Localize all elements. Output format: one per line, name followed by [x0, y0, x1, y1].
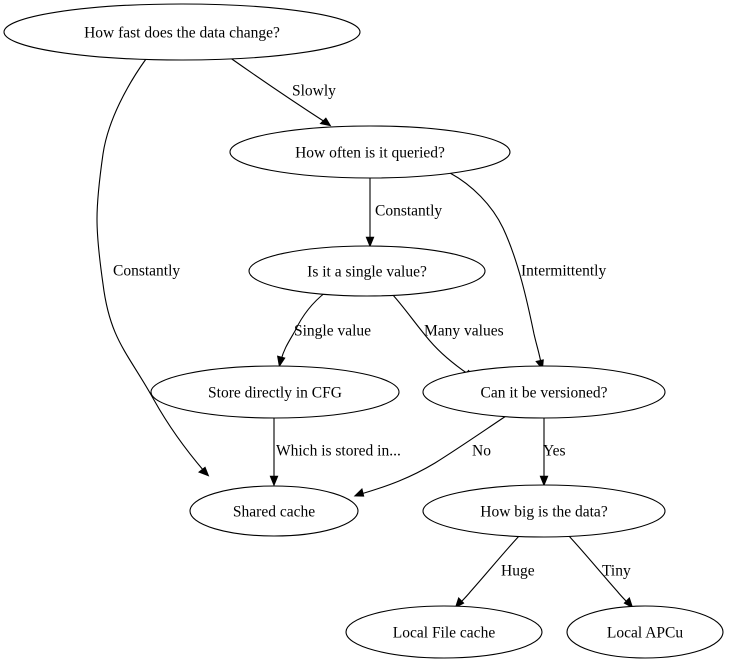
node-how-fast-does-the-data-change[interactable]: How fast does the data change? — [3, 3, 361, 61]
edge-path — [459, 534, 521, 604]
edge-path — [449, 172, 542, 364]
node-shape — [345, 605, 543, 659]
edge-label: Intermittently — [521, 263, 606, 280]
arrowhead-icon — [276, 355, 286, 368]
edge-label: No — [472, 443, 491, 460]
node-shape — [150, 365, 400, 419]
node-label: Local File cache — [393, 625, 496, 642]
edge-layer: Slowly Constantly Constantly Intermitten… — [96, 56, 634, 609]
node-store-directly-in-cfg[interactable]: Store directly in CFG — [150, 365, 400, 419]
arrowhead-icon — [319, 117, 332, 127]
node-label: Is it a single value? — [307, 264, 427, 281]
edge-path — [228, 56, 326, 123]
edge-label: Many values — [424, 323, 504, 340]
edge-single-value-many[interactable]: Many values — [391, 293, 504, 379]
edge-path — [96, 58, 205, 472]
arrowhead-icon — [197, 466, 210, 477]
arrowhead-icon — [353, 488, 365, 497]
edge-label: Huge — [501, 563, 535, 580]
node-shape — [422, 484, 666, 538]
edge-versioned-yes[interactable]: Yes — [539, 418, 566, 487]
edge-label: Single value — [294, 323, 371, 340]
node-shape — [189, 485, 359, 537]
arrowhead-icon — [539, 475, 549, 487]
node-can-it-be-versioned[interactable]: Can it be versioned? — [422, 365, 666, 419]
node-shared-cache[interactable]: Shared cache — [189, 485, 359, 537]
node-label: Store directly in CFG — [208, 385, 342, 402]
edge-path — [391, 293, 469, 375]
node-shape — [566, 605, 724, 659]
node-layer: How fast does the data change? How often… — [3, 3, 724, 659]
node-label: Local APCu — [607, 625, 683, 642]
edge-label: Constantly — [375, 203, 442, 220]
node-is-it-a-single-value[interactable]: Is it a single value? — [248, 245, 486, 297]
edge-label: Tiny — [602, 563, 631, 580]
edge-how-big-huge[interactable]: Huge — [454, 534, 535, 609]
node-label: Shared cache — [233, 504, 315, 521]
edge-how-often-intermittently[interactable]: Intermittently — [449, 172, 606, 371]
edge-how-fast-slowly[interactable]: Slowly — [228, 56, 336, 127]
edge-versioned-no[interactable]: No — [353, 415, 507, 497]
arrowhead-icon — [269, 475, 279, 487]
edge-how-big-tiny[interactable]: Tiny — [567, 534, 634, 609]
edge-path — [360, 415, 507, 495]
edge-label: Slowly — [292, 83, 336, 100]
node-label: How big is the data? — [480, 504, 608, 521]
arrowhead-icon — [623, 596, 634, 609]
node-local-apcu[interactable]: Local APCu — [566, 605, 724, 659]
node-shape — [422, 365, 666, 419]
node-label: Can it be versioned? — [481, 385, 608, 402]
node-how-often-is-it-queried[interactable]: How often is it queried? — [229, 125, 511, 179]
edge-label: Which is stored in... — [276, 443, 401, 460]
edge-label: Constantly — [113, 263, 180, 280]
arrowhead-icon — [365, 236, 375, 248]
node-shape — [248, 245, 486, 297]
edge-label: Yes — [543, 443, 566, 460]
edge-store-cfg-shared[interactable]: Which is stored in... — [269, 418, 401, 487]
edge-how-often-constantly[interactable]: Constantly — [365, 178, 442, 248]
edge-path — [280, 291, 327, 361]
node-label: How fast does the data change? — [84, 25, 280, 42]
node-shape — [3, 3, 361, 61]
node-label: How often is it queried? — [295, 145, 445, 162]
node-local-file-cache[interactable]: Local File cache — [345, 605, 543, 659]
edge-how-fast-constantly[interactable]: Constantly — [96, 58, 210, 477]
node-how-big-is-the-data[interactable]: How big is the data? — [422, 484, 666, 538]
node-shape — [229, 125, 511, 179]
edge-single-value-single[interactable]: Single value — [276, 291, 372, 368]
arrowhead-icon — [454, 596, 465, 609]
edge-path — [567, 534, 629, 604]
